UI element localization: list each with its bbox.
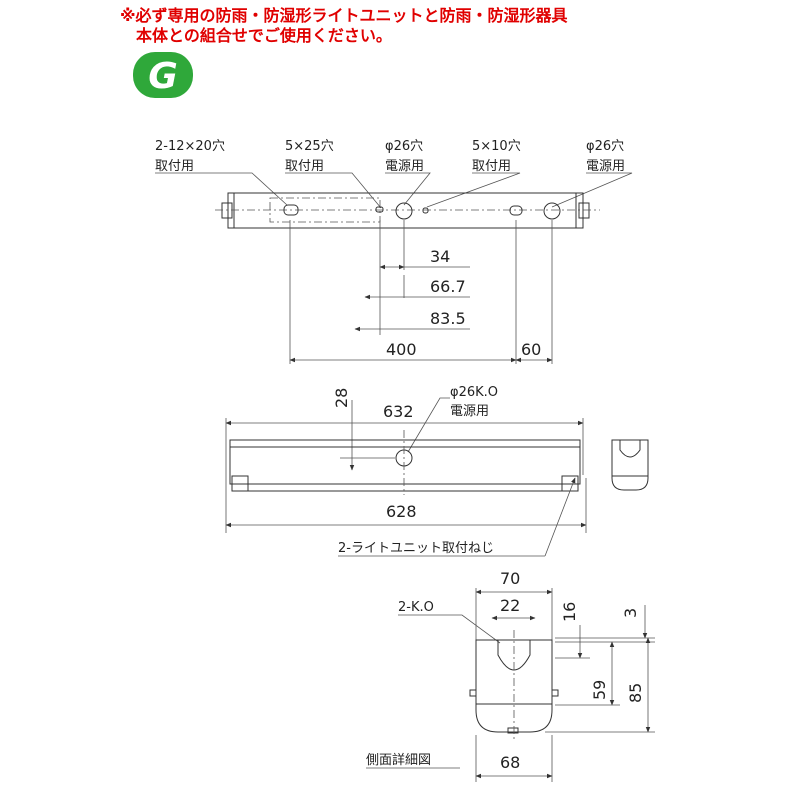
- dim-628: 628: [386, 502, 417, 521]
- notice-line-1: ※必ず専用の防雨・防湿形ライトユニットと防雨・防湿形器具: [120, 6, 568, 25]
- hole-e-spec: φ26穴: [586, 139, 624, 154]
- hole-a-spec: 2-12×20穴: [155, 139, 225, 154]
- front-hole-use: 電源用: [450, 404, 489, 419]
- dim-68: 68: [500, 753, 520, 772]
- dim-83-5: 83.5: [430, 309, 466, 328]
- hole-c-use: 電源用: [385, 159, 424, 174]
- dim-85: 85: [626, 683, 645, 703]
- ko-label: 2-K.O: [398, 600, 434, 615]
- hole-b-spec: 5×25穴: [285, 139, 334, 154]
- front-view: φ26K.O 電源用 28 632 628 2-ライトユニット取付ねじ: [225, 385, 649, 557]
- top-view: 2-12×20穴 取付用 5×25穴 取付用 φ26穴 電源用 5×10穴 取付…: [155, 139, 633, 364]
- dim-16: 16: [560, 602, 579, 622]
- dim-59: 59: [590, 680, 609, 700]
- hole-c-spec: φ26穴: [385, 139, 423, 154]
- badge-letter: G: [148, 56, 178, 97]
- front-hole-spec: φ26K.O: [450, 385, 498, 400]
- dim-400: 400: [386, 340, 417, 359]
- hole-a-use: 取付用: [155, 159, 194, 174]
- hole-d-spec: 5×10穴: [472, 139, 521, 154]
- dim-66-7: 66.7: [430, 277, 466, 296]
- hole-e-use: 電源用: [586, 159, 625, 174]
- dim-28: 28: [332, 388, 351, 408]
- hole-b-use: 取付用: [285, 159, 324, 174]
- dim-3: 3: [621, 608, 640, 618]
- notice-line-2: 本体との組合せでご使用ください。: [136, 26, 392, 45]
- dim-60: 60: [521, 340, 541, 359]
- dim-632: 632: [383, 402, 414, 421]
- dim-22: 22: [500, 596, 520, 615]
- screw-label: 2-ライトユニット取付ねじ: [338, 541, 494, 556]
- side-caption: 側面詳細図: [366, 752, 431, 768]
- g-badge-icon: G: [133, 52, 193, 98]
- dim-70: 70: [500, 569, 520, 588]
- side-view: 70 2-K.O 22 16 3 59 85 68 側面詳細図: [366, 569, 655, 782]
- hole-d-use: 取付用: [472, 159, 511, 174]
- dim-34: 34: [430, 247, 450, 266]
